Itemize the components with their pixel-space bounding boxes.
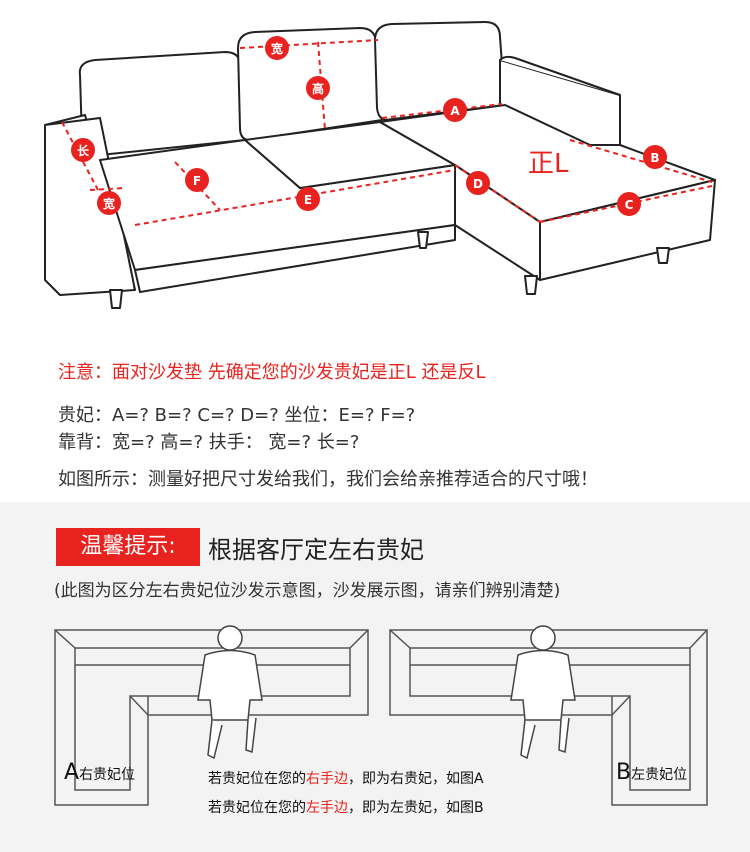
badge-e-text: E [304,193,312,207]
badge-c-text: C [625,198,634,212]
badge-d-text: D [473,177,483,191]
badge-height [306,76,330,100]
rule-right-hand: 右手边 [306,771,348,787]
chaise-orientation-diagrams [54,625,708,806]
badge-arm-width-text: 宽 [102,196,115,211]
sofa-a-label: A右贵妃位 [64,760,135,785]
badge-f-text: F [193,174,201,188]
badge-e [296,187,320,211]
badge-arm-length [71,138,95,162]
rule-left-suffix: ，即为左贵妃，如图B [348,800,484,816]
badge-b [643,145,667,169]
person-figures [197,625,576,760]
badge-width-top [265,36,289,60]
rule-left-chaise: 若贵妃位在您的左手边，即为左贵妃，如图B [208,797,484,817]
badge-height-text: 高 [312,81,324,96]
chaise-tag: 正L [528,149,569,179]
chaise-seat-measure-line: 贵妃：A=? B=? C=? D=? 坐位：E=? F=? [58,405,416,426]
instruction-line: 如图所示：测量好把尺寸发给我们，我们会给亲推荐适合的尺寸哦！ [58,469,598,490]
badge-b-text: B [650,151,659,165]
badge-arm-length-text: 长 [77,143,90,158]
rule-right-chaise: 若贵妃位在您的右手边，即为右贵妃，如图A [208,768,484,788]
measure-badges: 宽 高 A B C D E F 长 宽 [71,36,667,216]
badge-arm-width [97,191,121,215]
rule-left-prefix: 若贵妃位在您的 [208,800,306,816]
badge-d [466,171,490,195]
tip-heading: 根据客厅定左右贵妃 [208,536,424,564]
tip-badge: 温馨提示: [56,528,200,566]
sofa-b-label: B左贵妃位 [616,760,687,785]
sofa-a-letter: A [64,760,80,785]
sofa-a-caption: 右贵妃位 [79,767,136,783]
sofa-b-caption: 左贵妃位 [631,767,688,783]
badge-width-top-text: 宽 [270,41,283,56]
badge-a-text: A [450,104,460,118]
rule-right-suffix: ，即为右贵妃，如图A [348,771,484,787]
badge-a [443,98,467,122]
badge-f [185,168,209,192]
badge-c [617,192,641,216]
sofa-b-letter: B [616,760,632,785]
rule-left-hand: 左手边 [306,800,348,816]
back-arm-measure-line: 靠背：宽=? 高=? 扶手： 宽=? 长=? [58,432,360,453]
rule-right-prefix: 若贵妃位在您的 [208,771,306,787]
tip-note: (此图为区分左右贵妃位沙发示意图，沙发展示图，请亲们辨别清楚) [54,581,561,601]
notice-text: 注意：面对沙发垫 先确定您的沙发贵妃是正L 还是反L [58,362,486,383]
sofa-measurement-diagram: 宽 高 A B C D E F 长 宽 正L [44,21,716,309]
